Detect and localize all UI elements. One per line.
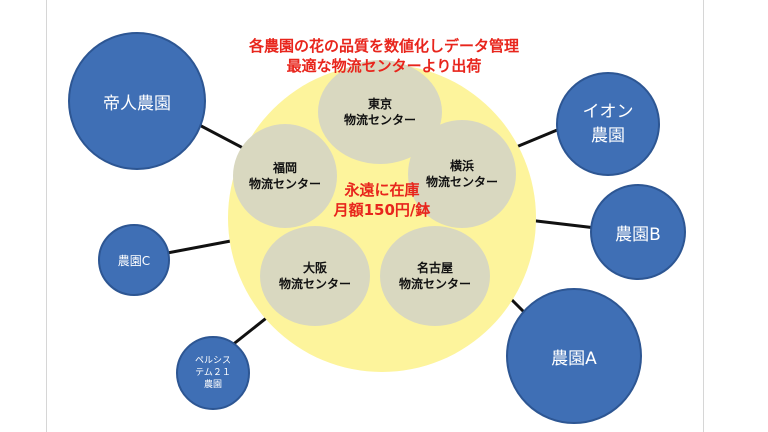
headline-line1: 各農園の花の品質を数値化しデータ管理 (248, 37, 519, 55)
farm-aeon-label-2: 農園 (591, 126, 625, 146)
node-osaka-name: 大阪 (302, 261, 327, 275)
node-fukuoka-name: 福岡 (272, 161, 297, 175)
node-yokohama-name: 横浜 (449, 159, 474, 173)
connector-c (161, 238, 237, 256)
farm-b: 農園B (590, 184, 686, 280)
core-message-line2: 月額150円/鉢 (333, 201, 431, 219)
node-tokyo-name: 東京 (367, 97, 392, 111)
farm-c: 農園C (98, 224, 170, 296)
connector-b (527, 218, 597, 230)
node-tokyo-sub: 物流センター (343, 113, 416, 127)
farm-a: 農園A (506, 288, 642, 424)
farm-aeon: イオン 農園 (556, 72, 660, 176)
farm-a-label: 農園A (551, 348, 597, 369)
node-osaka: 大阪 物流センター (260, 226, 370, 326)
farm-teijin-label: 帝人農園 (103, 93, 171, 114)
node-nagoya-name: 名古屋 (416, 261, 453, 275)
farm-aeon-label-1: イオン (582, 102, 634, 122)
farm-c-label: 農園C (117, 253, 151, 268)
farm-pelsystem: ペルシス テム２１ 農園 (176, 336, 250, 410)
node-osaka-sub: 物流センター (278, 277, 351, 291)
node-fukuoka-sub: 物流センター (248, 177, 321, 191)
node-fukuoka: 福岡 物流センター (233, 124, 337, 228)
node-nagoya: 名古屋 物流センター (380, 226, 490, 326)
core-message-line1: 永遠に在庫 (344, 181, 420, 199)
node-nagoya-sub: 物流センター (398, 277, 471, 291)
farm-b-label: 農園B (615, 224, 661, 245)
node-yokohama: 横浜 物流センター (408, 120, 516, 228)
farm-pelsystem-label-2: テム２１ (195, 368, 231, 378)
farm-teijin: 帝人農園 (68, 32, 206, 170)
headline-line2: 最適な物流センターより出荷 (286, 57, 482, 75)
farm-pelsystem-label-1: ペルシス (194, 356, 231, 366)
node-yokohama-sub: 物流センター (425, 175, 498, 189)
headline: 各農園の花の品質を数値化しデータ管理 最適な物流センターより出荷 (0, 36, 768, 76)
core-message: 永遠に在庫 月額150円/鉢 (322, 180, 442, 220)
farm-pelsystem-label-3: 農園 (203, 380, 222, 390)
